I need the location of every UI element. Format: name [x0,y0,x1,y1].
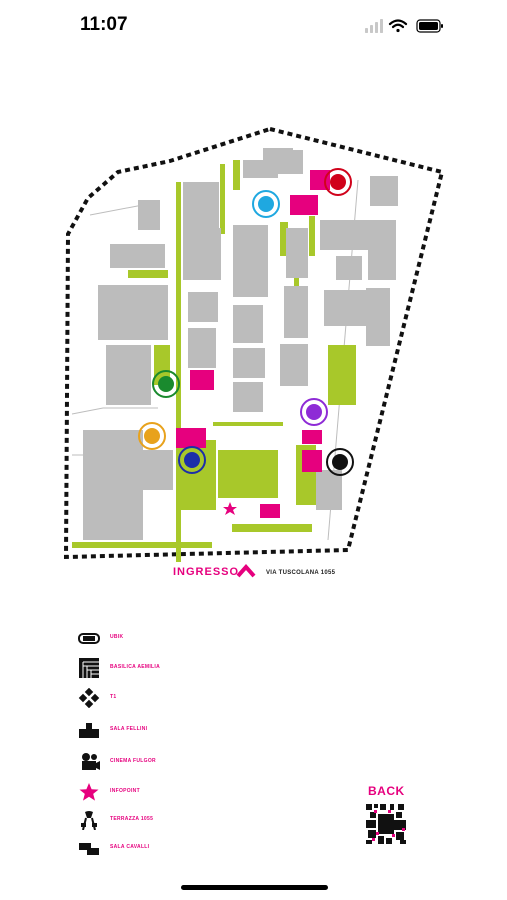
venue-blocks [176,170,330,518]
status-bar: 11:07 [0,0,507,50]
sala-fellini-icon [79,723,99,738]
legend-item-sala-cavalli[interactable]: SALA CAVALLI [72,838,292,858]
sala-cavalli-icon [79,843,99,855]
wifi-icon [388,19,408,33]
ubik-icon [78,633,100,644]
back-icon [366,804,406,844]
marker-blue[interactable] [178,446,206,474]
map-buildings [83,148,398,540]
entrance-label: INGRESSO [173,566,240,578]
cellular-signal-icon [365,19,383,33]
legend-label: UBIK [110,634,124,640]
marker-red[interactable] [324,168,352,196]
legend-item-sala-fellini[interactable]: SALA FELLINI [72,720,292,740]
back-label: BACK [368,784,405,798]
legend-item-cinema-fulgor[interactable]: CINEMA FULGOR [72,752,292,772]
legend-item-terrazza-1055[interactable]: TERRAZZA 1055 [72,810,292,830]
legend-label: CINEMA FULGOR [110,758,156,764]
status-icons [365,19,443,33]
marker-black[interactable] [326,448,354,476]
battery-icon [416,19,443,33]
basilica-icon [79,658,99,678]
terrazza-icon [81,811,97,830]
legend-item-ubik[interactable]: UBIK [72,628,292,648]
status-time: 11:07 [80,14,128,35]
entrance-arrow-icon [236,564,256,578]
legend-label: SALA FELLINI [110,726,148,732]
infopoint-star [223,502,237,515]
legend-label: SALA CAVALLI [110,844,150,850]
campus-boundary [63,127,445,560]
cinema-fulgor-icon [82,753,100,770]
marker-purple[interactable] [300,398,328,426]
campus-map [63,127,445,562]
legend-label: T1 [110,694,117,700]
green-areas [72,160,356,562]
marker-cyan[interactable] [252,190,280,218]
back-button[interactable]: BACK [364,784,410,846]
t1-icon [78,688,100,708]
legend-item-basilica-aemilia[interactable]: BASILICA AEMILIA [72,658,292,678]
legend-item-t1[interactable]: T1 [72,688,292,708]
home-indicator [181,885,328,890]
legend-label: BASILICA AEMILIA [110,664,160,670]
star-icon [79,783,99,801]
legend-label: INFOPOINT [110,788,140,794]
legend-item-infopoint[interactable]: INFOPOINT [72,782,292,802]
legend-label: TERRAZZA 1055 [110,816,154,822]
marker-orange[interactable] [138,422,166,450]
entrance-address: VIA TUSCOLANA 1055 [266,570,336,576]
marker-green[interactable] [152,370,180,398]
